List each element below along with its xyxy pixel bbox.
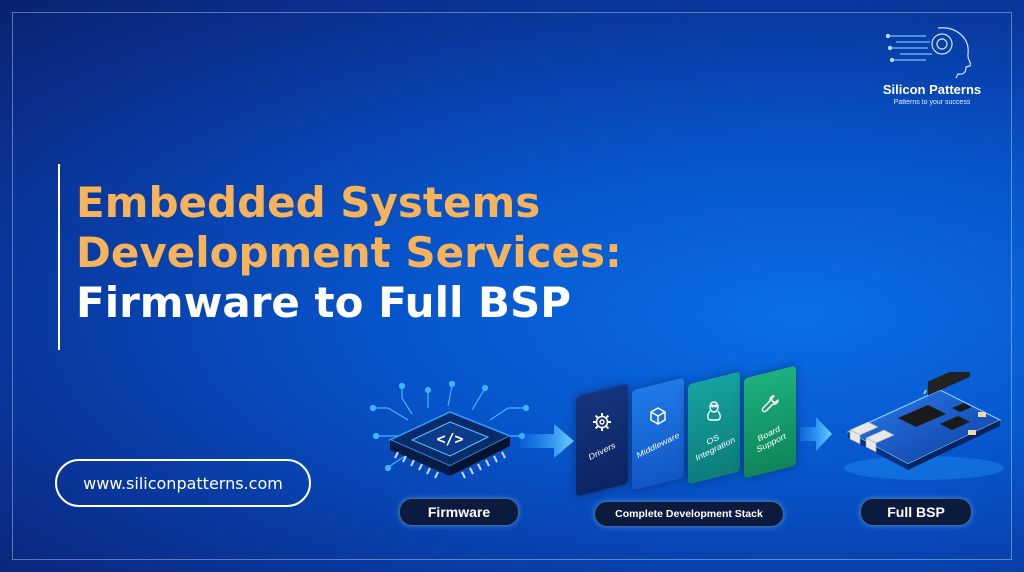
logo-name: Silicon Patterns	[882, 82, 982, 97]
headline: Embedded Systems Development Services: F…	[76, 178, 622, 328]
title-accent-bar	[58, 164, 60, 350]
stack-card-os-integration: OS Integration	[688, 371, 740, 485]
stack-card-label: Middleware	[635, 429, 681, 461]
stack-card-label: Drivers	[587, 439, 617, 463]
stack-card-middleware: Middleware	[632, 377, 684, 491]
circuit-board-icon	[844, 362, 1004, 480]
microchip-icon: </>	[369, 380, 530, 479]
logo[interactable]: Silicon Patterns Patterns to your succes…	[872, 22, 992, 106]
caption-full-bsp: Full BSP	[860, 498, 972, 526]
headline-line-2: Development Services:	[76, 228, 622, 277]
arrow-right-icon	[800, 417, 832, 451]
stack-card-board-support: Board Support	[744, 365, 796, 479]
ai-head-circuit-icon	[886, 27, 972, 79]
stack-card-label: Board Support	[755, 423, 787, 455]
caption-development-stack: Complete Development Stack	[594, 501, 784, 527]
caption-firmware: Firmware	[399, 498, 519, 526]
stack-card-drivers: Drivers	[576, 383, 628, 497]
website-link[interactable]: www.siliconpatterns.com	[55, 459, 311, 507]
chip-code-label: </>	[436, 430, 463, 448]
banner-frame	[12, 12, 1012, 560]
development-stack: Drivers Middleware OS Integration Board …	[570, 365, 810, 498]
logo-tagline: Patterns to your success	[893, 99, 971, 106]
linux-penguin-icon	[707, 401, 721, 421]
gear-icon	[593, 413, 611, 431]
cube-icon	[650, 407, 666, 425]
firmware-chip: </>	[368, 380, 538, 494]
headline-line-3: Firmware to Full BSP	[76, 278, 572, 327]
development-board	[828, 362, 1004, 488]
stack-card-label: OS Integration	[694, 431, 736, 463]
headline-line-1: Embedded Systems	[76, 178, 541, 227]
wrench-icon	[761, 395, 779, 413]
arrow-right-icon	[520, 424, 574, 458]
